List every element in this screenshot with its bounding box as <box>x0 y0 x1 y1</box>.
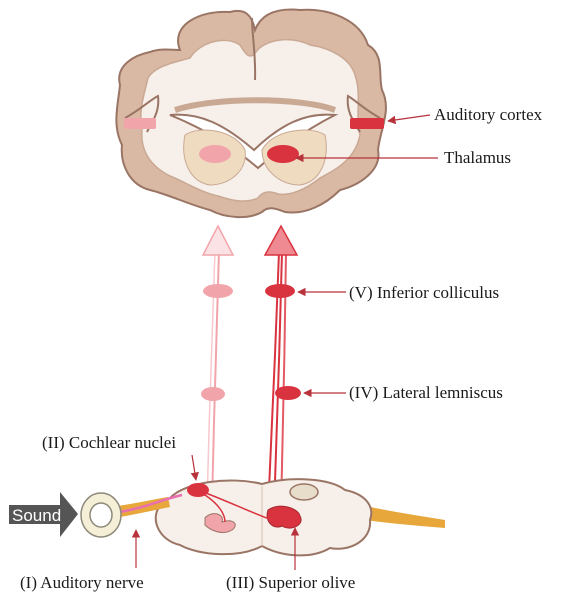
pathway-active-arrowhead <box>265 226 297 255</box>
label-superior-olive: (III) Superior olive <box>226 573 355 592</box>
inferior-colliculus-right <box>265 284 295 298</box>
auditory-nerve-right <box>365 506 445 528</box>
lateral-lemniscus-left <box>201 387 225 401</box>
auditory-cortex-left <box>124 118 156 129</box>
brain-coronal-section <box>116 10 386 218</box>
thalamus-nucleus-left <box>199 145 231 163</box>
label-inferior-colliculus: (V) Inferior colliculus <box>349 283 499 302</box>
label-auditory-nerve: (I) Auditory nerve <box>20 573 144 592</box>
inferior-colliculus-left <box>203 284 233 298</box>
brainstem-nucleus-right <box>290 484 318 500</box>
lateral-lemniscus-right <box>275 386 301 400</box>
label-thalamus: Thalamus <box>444 148 511 167</box>
brainstem-section <box>156 479 445 555</box>
label-lateral-lemniscus: (IV) Lateral lemniscus <box>349 383 503 402</box>
cochlea-inner <box>90 503 112 527</box>
pathway-faded-arrowhead <box>203 226 233 255</box>
ascending-pathways <box>201 226 301 512</box>
thalamus-nucleus-right <box>267 145 299 163</box>
label-auditory-cortex: Auditory cortex <box>434 105 543 124</box>
pointer-auditory-cortex <box>388 115 430 121</box>
pointer-cochlear-nuclei <box>192 455 196 480</box>
label-cochlear-nuclei: (II) Cochlear nuclei <box>42 433 176 452</box>
auditory-cortex-right <box>350 118 384 129</box>
sound-label: Sound <box>12 506 61 525</box>
